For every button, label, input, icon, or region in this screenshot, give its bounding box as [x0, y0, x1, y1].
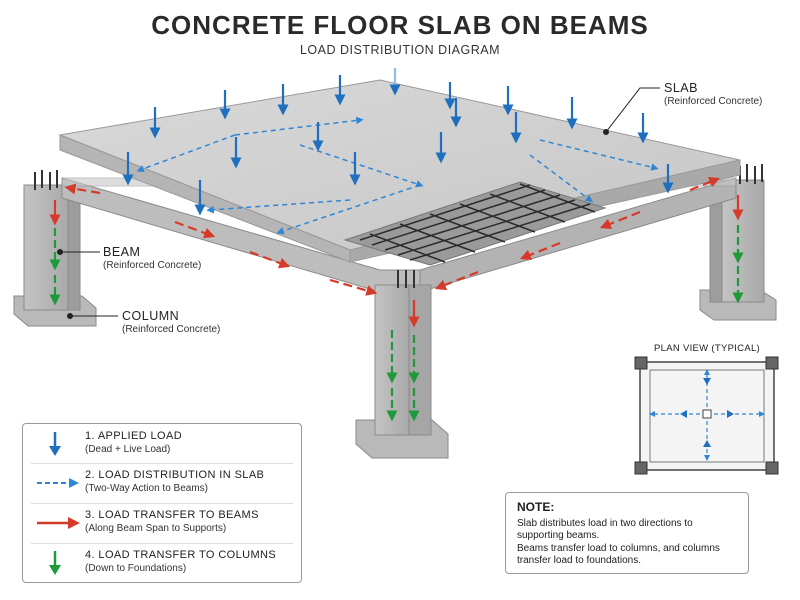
- column-front: [356, 285, 448, 458]
- column-callout: COLUMN (Reinforced Concrete): [122, 309, 220, 337]
- legend-sublabel: (Dead + Live Load): [85, 443, 182, 456]
- legend-divider: [31, 543, 293, 544]
- slab-callout: SLAB (Reinforced Concrete): [664, 81, 762, 109]
- beam-label: BEAM: [103, 245, 201, 259]
- blue-dashed-arrow-icon: [33, 467, 83, 499]
- plan-view-title: PLAN VIEW (TYPICAL): [637, 343, 777, 354]
- legend: 1. APPLIED LOAD (Dead + Live Load) 2. LO…: [22, 423, 302, 583]
- slab-sublabel: (Reinforced Concrete): [664, 95, 762, 109]
- legend-divider: [31, 463, 293, 464]
- red-right-arrow-icon: [33, 507, 83, 539]
- note-line-1: Slab distributes load in two directions …: [517, 518, 742, 542]
- column-sublabel: (Reinforced Concrete): [122, 323, 220, 337]
- legend-sublabel: (Down to Foundations): [85, 562, 276, 575]
- legend-divider: [31, 503, 293, 504]
- legend-item-beam-transfer: 3. LOAD TRANSFER TO BEAMS (Along Beam Sp…: [23, 505, 301, 541]
- green-down-arrow-icon: [33, 547, 83, 579]
- legend-item-slab-distribution: 2. LOAD DISTRIBUTION IN SLAB (Two-Way Ac…: [23, 465, 301, 501]
- legend-item-column-transfer: 4. LOAD TRANSFER TO COLUMNS (Down to Fou…: [23, 545, 301, 581]
- column-label: COLUMN: [122, 309, 220, 323]
- slab-label: SLAB: [664, 81, 762, 95]
- blue-down-arrow-icon: [33, 428, 83, 460]
- note-box: NOTE: Slab distributes load in two direc…: [505, 492, 749, 574]
- legend-sublabel: (Along Beam Span to Supports): [85, 522, 259, 535]
- legend-sublabel: (Two-Way Action to Beams): [85, 482, 264, 495]
- legend-label: 4. LOAD TRANSFER TO COLUMNS: [85, 549, 276, 562]
- beam-sublabel: (Reinforced Concrete): [103, 259, 201, 273]
- legend-label: 1. APPLIED LOAD: [85, 430, 182, 443]
- legend-label: 2. LOAD DISTRIBUTION IN SLAB: [85, 469, 264, 482]
- note-title: NOTE:: [517, 500, 554, 514]
- plan-view-diagram: [635, 357, 778, 474]
- beam-callout: BEAM (Reinforced Concrete): [103, 245, 201, 273]
- legend-item-applied-load: 1. APPLIED LOAD (Dead + Live Load): [23, 426, 301, 462]
- legend-label: 3. LOAD TRANSFER TO BEAMS: [85, 509, 259, 522]
- note-line-2: Beams transfer load to columns, and colu…: [517, 543, 742, 567]
